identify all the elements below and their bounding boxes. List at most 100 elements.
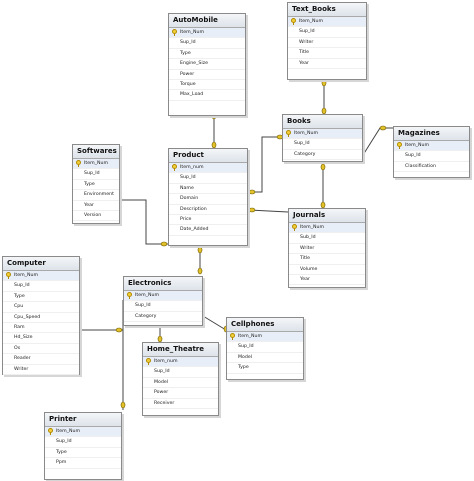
field-name: Sup_Id — [154, 369, 170, 375]
table-field[interactable]: Sup_Id — [124, 301, 202, 312]
table-field[interactable]: Sup_Id — [73, 169, 119, 180]
table-field[interactable]: Sup_Id — [169, 173, 247, 184]
table-field[interactable]: Power — [169, 70, 245, 80]
table-field[interactable]: Environment — [73, 190, 119, 201]
primary-key-field[interactable]: Item_Num — [227, 332, 303, 343]
table-field[interactable]: Date_Added — [169, 225, 247, 236]
table-title: Electronics — [124, 277, 202, 291]
table-field[interactable]: Max_Load — [169, 90, 245, 101]
table-field[interactable]: Cpu_Speed — [3, 313, 79, 323]
table-title: Computer — [3, 257, 79, 271]
table-field[interactable]: Cpu — [3, 302, 79, 313]
primary-key-field[interactable]: Item_Num — [288, 17, 366, 28]
field-name: Reader — [14, 356, 31, 362]
field-name: Sup_Id — [294, 141, 310, 147]
table-field[interactable]: Os — [3, 344, 79, 355]
table-field[interactable]: Title — [288, 48, 366, 59]
table-title: Journals — [289, 209, 365, 223]
table-field[interactable]: Type — [227, 363, 303, 374]
table-field[interactable]: Model — [227, 353, 303, 364]
table-field[interactable]: Type — [73, 180, 119, 191]
field-name: Environment — [84, 192, 114, 198]
field-name: Price — [180, 216, 192, 222]
table-field[interactable]: Volume — [289, 265, 365, 275]
table-title: AutoMobile — [169, 14, 245, 28]
primary-key-field[interactable]: Item_Num — [3, 271, 79, 282]
table-field[interactable]: Price — [169, 215, 247, 226]
table-field[interactable]: Model — [143, 378, 218, 389]
table-field[interactable]: Writer — [288, 38, 366, 49]
table-field[interactable]: Sup_Id — [394, 151, 469, 162]
table-field[interactable]: Ppm — [45, 458, 121, 469]
table-field[interactable]: Type — [169, 49, 245, 60]
field-name: Power — [180, 71, 195, 77]
table-field[interactable]: Sup_Id — [227, 342, 303, 353]
table-field[interactable]: Category — [124, 312, 202, 323]
primary-key-field[interactable]: Item_Num — [124, 291, 202, 302]
field-name: Type — [238, 365, 249, 371]
field-name: Hd_Size — [14, 335, 33, 341]
field-name: Torque — [180, 81, 196, 87]
table-field[interactable]: Type — [3, 292, 79, 303]
field-name: Title — [299, 50, 310, 56]
table-field[interactable]: Sup_Id — [169, 38, 245, 49]
table-field[interactable]: Power — [143, 388, 218, 399]
table-field[interactable]: Sub_Id — [289, 233, 365, 244]
table-field[interactable]: Title — [289, 254, 365, 265]
primary-key-field[interactable]: Item_Num — [73, 159, 119, 170]
table-field[interactable]: Type — [45, 448, 121, 459]
primary-key-field[interactable]: Item_Num — [283, 129, 362, 140]
table-field[interactable]: Year — [288, 59, 366, 69]
table-title: Cellphones — [227, 318, 303, 332]
field-name: Sub_Id — [300, 235, 316, 241]
primary-key-field[interactable]: Item_Num — [394, 141, 469, 152]
table-field[interactable]: Sup_Id — [45, 437, 121, 448]
table-field[interactable]: Sup_Id — [283, 139, 362, 150]
table-field[interactable]: Receiver — [143, 399, 218, 409]
table-field[interactable]: Torque — [169, 80, 245, 91]
table-field[interactable]: Ram — [3, 323, 79, 334]
primary-key-field[interactable]: Item_Num — [289, 223, 365, 234]
connector-key-icon — [197, 267, 203, 275]
table-field[interactable]: Writer — [289, 244, 365, 255]
table-field[interactable]: Description — [169, 205, 247, 215]
table-field[interactable]: Sup_Id — [3, 281, 79, 292]
field-name: Year — [84, 202, 94, 208]
field-name: Year — [300, 276, 310, 282]
table-field[interactable]: Year — [73, 201, 119, 211]
table-field[interactable]: Reader — [3, 354, 79, 365]
key-icon — [146, 358, 151, 365]
table-field[interactable]: Sup_Id — [143, 367, 218, 378]
table-field[interactable]: Version — [73, 211, 119, 222]
field-name: Type — [84, 181, 95, 187]
table-field[interactable]: Year — [289, 275, 365, 286]
primary-key-field[interactable]: Item_Num — [169, 28, 245, 39]
table-field[interactable]: Domain — [169, 194, 247, 205]
field-name: Category — [135, 313, 157, 319]
field-name: Ram — [14, 324, 25, 330]
table-field[interactable]: Engine_Size — [169, 59, 245, 70]
primary-key-field[interactable]: Item_num — [143, 357, 218, 368]
table-field[interactable]: Category — [283, 150, 362, 161]
table-field[interactable]: Classification — [394, 162, 469, 173]
primary-key-field[interactable]: Item_Num — [45, 427, 121, 438]
table-field[interactable]: Hd_Size — [3, 333, 79, 344]
primary-key-field[interactable]: Item_num — [169, 163, 247, 174]
table-field[interactable]: Sup_Id — [288, 27, 366, 38]
field-name: Model — [154, 379, 169, 385]
table-field[interactable]: Name — [169, 184, 247, 195]
field-name: Name — [180, 185, 194, 191]
table-field[interactable]: Writer — [3, 365, 79, 375]
